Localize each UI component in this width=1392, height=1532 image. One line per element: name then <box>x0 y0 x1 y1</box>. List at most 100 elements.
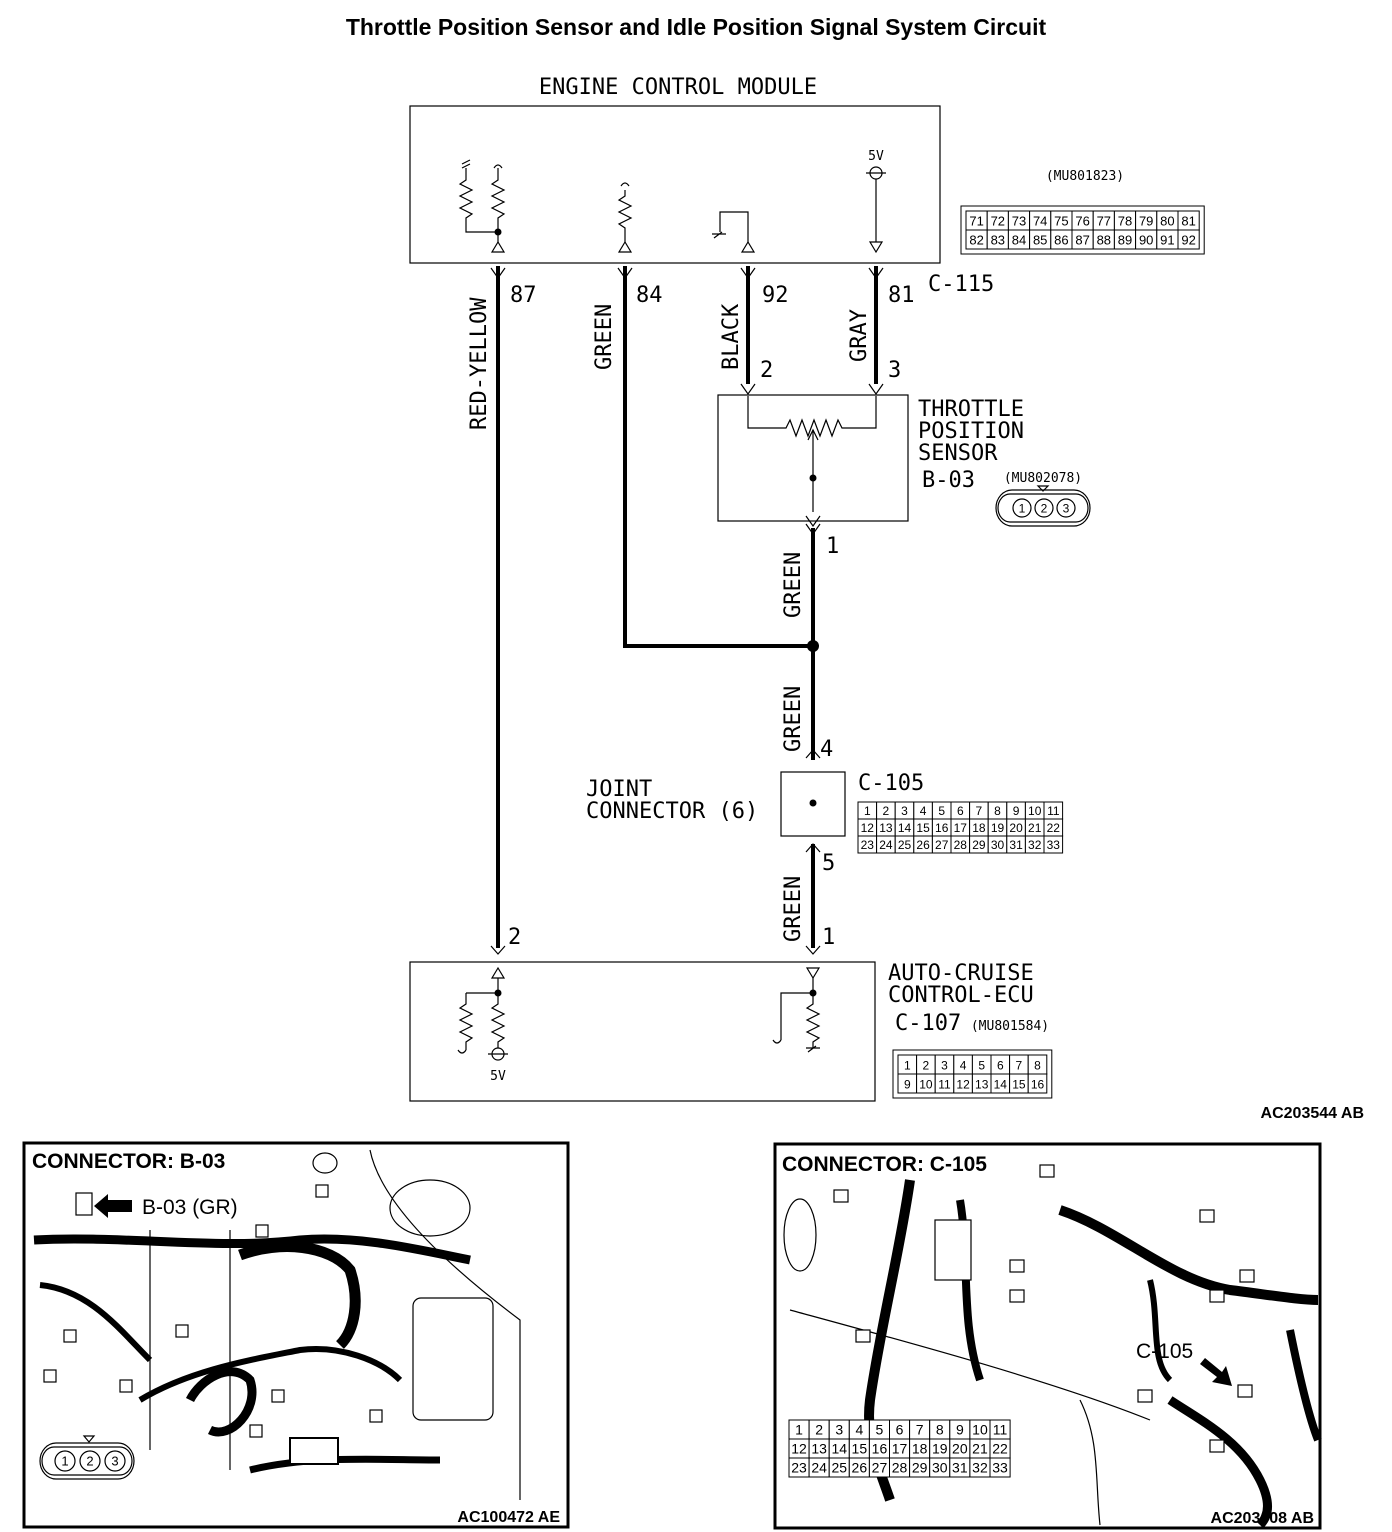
c105-pin-label: 11 <box>1047 804 1060 818</box>
b03-large-pin <box>104 1450 126 1472</box>
panel-right-title: CONNECTOR: C-105 <box>782 1153 987 1176</box>
tps-part-no: (MU802078) <box>1004 471 1082 486</box>
c105-large-pin-label: 14 <box>831 1440 847 1456</box>
ecu-label-line-1: AUTO-CRUISE <box>888 961 1034 986</box>
c105-pin-label: 12 <box>861 821 875 835</box>
c105-large-pin-label: 29 <box>912 1459 928 1475</box>
joint-pin-5: 5 <box>822 851 835 876</box>
joint-label-line-1: JOINT <box>586 777 652 802</box>
ecu-box <box>409 961 876 1102</box>
c115-pin-label: 77 <box>1097 213 1111 228</box>
c115-pin-label: 89 <box>1118 232 1132 247</box>
ecm-pin-81: 81 <box>888 283 915 308</box>
c105-cell <box>1043 835 1064 854</box>
c105-pin-label: 10 <box>1028 804 1042 818</box>
ecm-label: ENGINE CONTROL MODULE <box>539 75 817 100</box>
c105-large-pin-label: 23 <box>791 1459 807 1475</box>
c105-large-pin-label: 22 <box>992 1440 1008 1456</box>
c115-pin-label: 86 <box>1054 232 1068 247</box>
c105-pin-label: 4 <box>920 804 927 818</box>
c115-pin-label: 79 <box>1139 213 1153 228</box>
c115-pin-label: 72 <box>991 213 1005 228</box>
tps-pin-2: 2 <box>760 358 773 383</box>
b03-small-pin <box>1034 498 1054 518</box>
c107-cell <box>1027 1073 1048 1094</box>
b03-large-pin-label: 2 <box>86 1454 93 1469</box>
tps-label-line-2: POSITION <box>918 419 1024 444</box>
c105-pin-label: 9 <box>1013 804 1020 818</box>
ecm-pin-84: 84 <box>636 283 663 308</box>
c105-large-pin-label: 27 <box>872 1459 888 1475</box>
c105-pin-label: 27 <box>935 838 949 852</box>
c105-pin-label: 16 <box>935 821 949 835</box>
c105-pin-label: 2 <box>883 804 890 818</box>
b03-large-pin <box>54 1450 76 1472</box>
c107-pin-label: 7 <box>1016 1058 1023 1072</box>
c105-large-pin-label: 9 <box>956 1421 964 1437</box>
c105-pin-label: 23 <box>861 838 875 852</box>
c105-large-pin-label: 10 <box>972 1421 988 1437</box>
c105-pin-label: 19 <box>991 821 1005 835</box>
c115-label: C-115 <box>928 272 994 297</box>
c105-pin-label: 24 <box>879 838 893 852</box>
c105-pin-label: 20 <box>1009 821 1023 835</box>
c105-large-pin-label: 25 <box>831 1459 847 1475</box>
c105-pin-label: 5 <box>938 804 945 818</box>
c105-large-pin-label: 33 <box>992 1459 1008 1475</box>
c107-housing <box>892 1049 1053 1099</box>
ecm-pin-87: 87 <box>510 283 537 308</box>
c115-pin-label: 83 <box>991 232 1005 247</box>
b03-large-pin-label: 1 <box>61 1454 68 1469</box>
b03-small-pin-label: 2 <box>1041 501 1048 515</box>
ecm-box <box>409 105 941 264</box>
tps-potentiometer <box>747 396 877 512</box>
panel-right-code: AC203008 AB <box>1211 1510 1314 1527</box>
wire-label-green-ecu: GREEN <box>781 876 806 942</box>
c105-pin-label: 32 <box>1028 838 1042 852</box>
c105-large-pin-label: 16 <box>872 1440 888 1456</box>
panel-right-callout: C-105 <box>1136 1340 1193 1363</box>
c105-large-pin-label: 20 <box>952 1440 968 1456</box>
c105-large-pin-label: 4 <box>855 1421 863 1437</box>
c115-pin-label: 75 <box>1054 213 1068 228</box>
c105-large-pin-label: 26 <box>852 1459 868 1475</box>
ecu-internal-circuit: 5V <box>457 966 821 1084</box>
joint-pin-4: 4 <box>820 737 833 762</box>
c105-pin-label: 26 <box>916 838 930 852</box>
c115-pin-label: 81 <box>1181 213 1195 228</box>
figure-code: AC203544 AB <box>1261 1105 1364 1122</box>
wire-green-84 <box>623 266 813 648</box>
c107-pin-label: 4 <box>960 1058 967 1072</box>
c115-housing <box>960 205 1205 255</box>
c105-large-pin-label: 19 <box>932 1440 948 1456</box>
c105-large-pin-label: 3 <box>835 1421 843 1437</box>
panel-left-callout: B-03 (GR) <box>142 1196 238 1219</box>
c105-pin-label: 17 <box>954 821 968 835</box>
b03-large-pin-label: 3 <box>111 1454 118 1469</box>
c107-pin-label: 2 <box>923 1058 930 1072</box>
c115-pin-label: 90 <box>1139 232 1153 247</box>
wire-label-gray: GRAY <box>847 309 872 362</box>
c105-large-pin-label: 12 <box>791 1440 807 1456</box>
c107-pin-label: 14 <box>994 1077 1008 1091</box>
c105-large-pin-label: 8 <box>936 1421 944 1437</box>
c105-pin-label: 7 <box>976 804 983 818</box>
c105-large-pin-label: 2 <box>815 1421 823 1437</box>
c115-part-no: (MU801823) <box>1046 169 1124 184</box>
arrow-icon <box>94 1194 132 1218</box>
wire-label-green-tps: GREEN <box>781 552 806 618</box>
c105-large-pin-label: 7 <box>916 1421 924 1437</box>
b03-small-pin-label: 1 <box>1019 501 1026 515</box>
c107-pin-label: 1 <box>904 1058 911 1072</box>
tps-label-line-1: THROTTLE <box>918 397 1024 422</box>
c105-large-pin-label: 6 <box>896 1421 904 1437</box>
c107-pin-label: 8 <box>1034 1058 1041 1072</box>
c115-pin-label: 91 <box>1160 232 1174 247</box>
